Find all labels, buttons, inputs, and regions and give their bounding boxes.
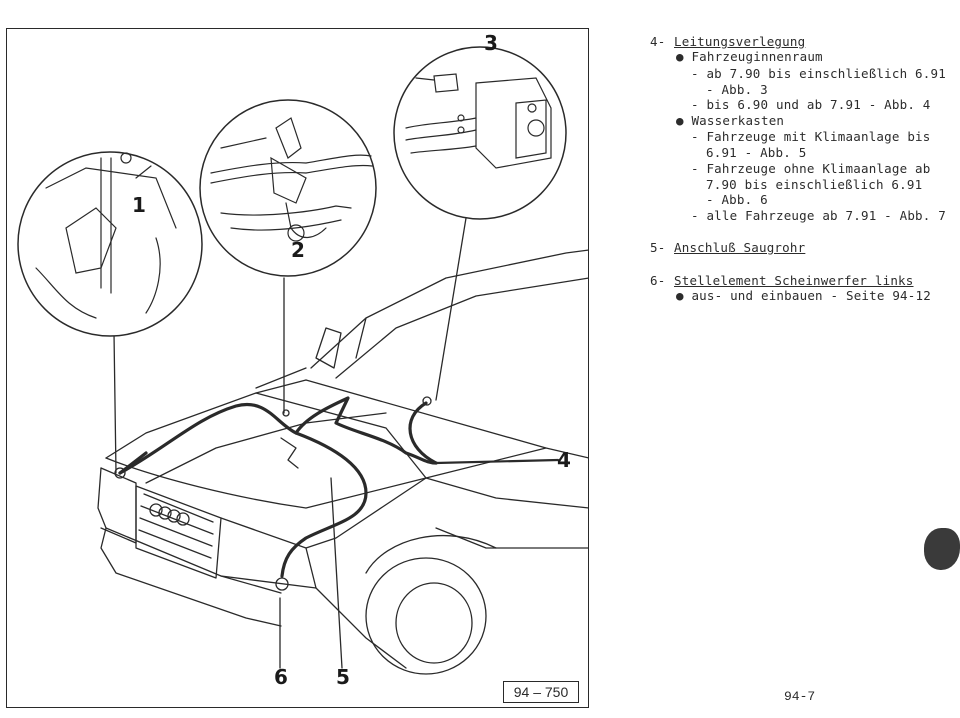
item-4-line-10: 7.90 bis einschließlich 6.91 bbox=[706, 177, 923, 192]
callout-6: 6 bbox=[274, 665, 288, 689]
item-6-sub-1: ● aus- und einbauen - Seite 94-12 bbox=[676, 288, 931, 303]
callout-3: 3 bbox=[484, 31, 498, 55]
item-4-line-4: - Abb. 3 bbox=[706, 82, 768, 97]
item-4-sub-1: ● Fahrzeuginnenraum bbox=[676, 49, 823, 64]
item-4-number: 4- bbox=[650, 34, 674, 49]
callout-2: 2 bbox=[291, 238, 305, 262]
item-6-heading: Stellelement Scheinwerfer links bbox=[674, 273, 914, 288]
figure-frame bbox=[6, 28, 589, 708]
item-4-line-3: - ab 7.90 bis einschließlich 6.91 bbox=[691, 66, 946, 81]
ink-blot bbox=[924, 528, 960, 570]
callout-1: 1 bbox=[132, 193, 146, 217]
wiring-illustration bbox=[17, 46, 589, 675]
item-4-line-12: - alle Fahrzeuge ab 7.91 - Abb. 7 bbox=[691, 208, 946, 223]
page-number: 94-7 bbox=[784, 689, 816, 704]
item-4-line-11: - Abb. 6 bbox=[706, 192, 768, 207]
item-6-number: 6- bbox=[650, 273, 674, 288]
figure-label: 94 – 750 bbox=[503, 681, 579, 703]
callout-4: 4 bbox=[557, 448, 571, 472]
item-4-line-7: - Fahrzeuge mit Klimaanlage bis bbox=[691, 129, 931, 144]
item-4-line-5: - bis 6.90 und ab 7.91 - Abb. 4 bbox=[691, 97, 931, 112]
item-4-heading: Leitungsverlegung bbox=[674, 34, 806, 49]
item-4-line-8: 6.91 - Abb. 5 bbox=[706, 145, 807, 160]
item-5-number: 5- bbox=[650, 240, 674, 255]
item-4-line-9: - Fahrzeuge ohne Klimaanlage ab bbox=[691, 161, 931, 176]
item-4-sub-2: ● Wasserkasten bbox=[676, 113, 785, 128]
item-5-heading: Anschluß Saugrohr bbox=[674, 240, 806, 255]
callout-5: 5 bbox=[336, 665, 350, 689]
